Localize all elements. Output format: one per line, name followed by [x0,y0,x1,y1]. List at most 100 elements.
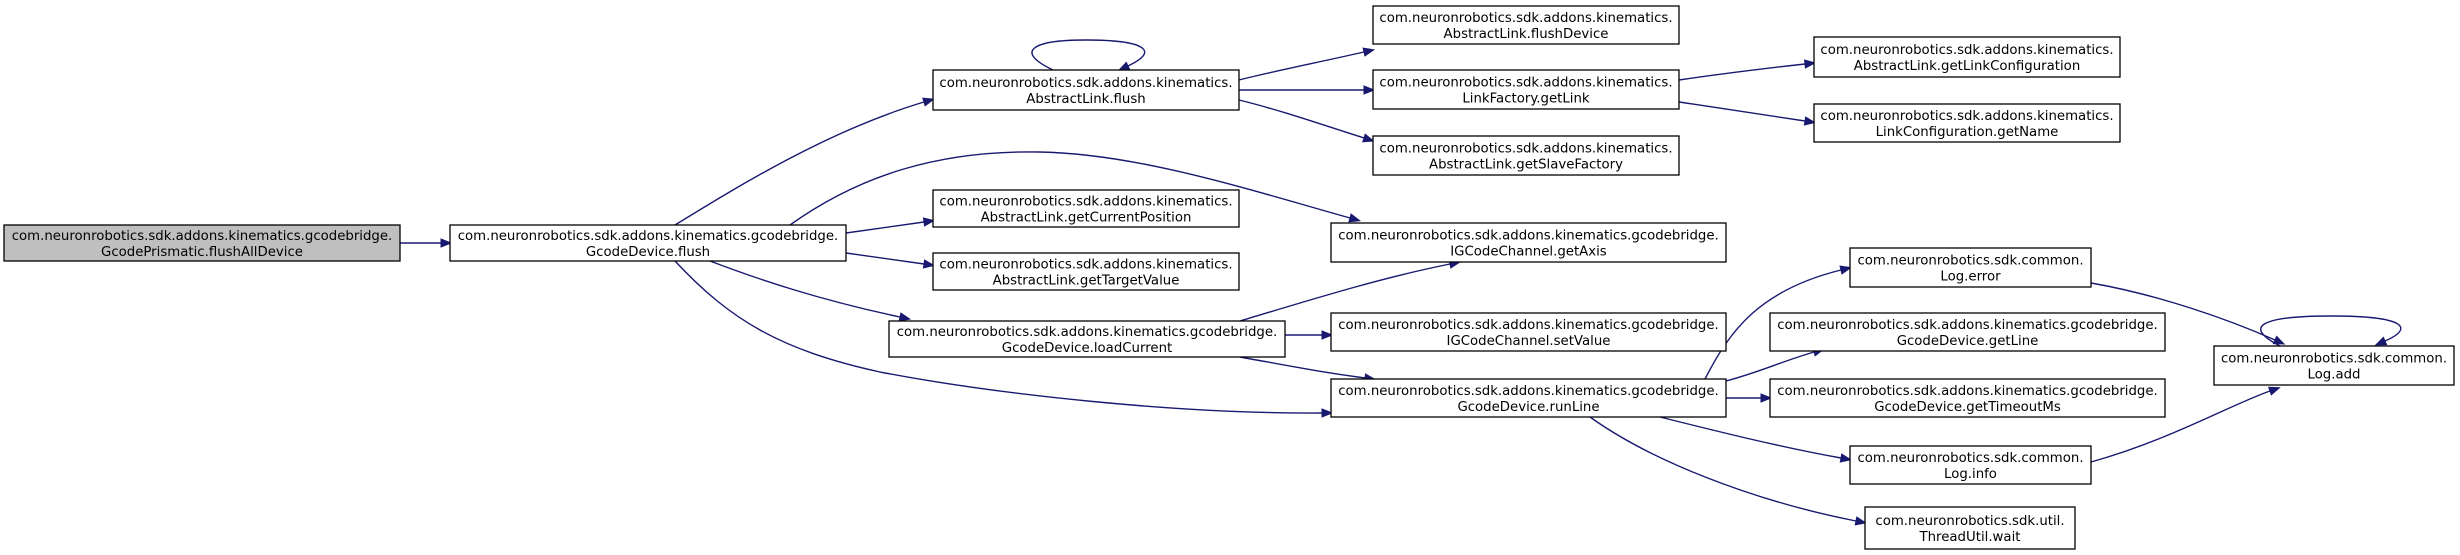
edge-line [1239,263,1451,322]
node-method-label: GcodeDevice.getTimeoutMs [1874,400,2061,415]
edge-lf_getlink-to-lc_getname [1678,101,1817,126]
edge-line [1678,101,1806,122]
arrowhead-icon [2267,386,2281,396]
node-method-label: AbstractLink.flush [1026,92,1145,107]
arrowhead-icon [1321,330,1334,340]
node-thread-wait[interactable]: com.neuronrobotics.sdk.util.ThreadUtil.w… [1864,506,2076,550]
node-box [1330,222,1727,263]
edge-line [1704,269,1842,380]
node-log-add[interactable]: com.neuronrobotics.sdk.common.Log.add [2213,345,2455,386]
edge-gcode_runline-to-thread_wait [1589,416,1868,526]
node-gcode-getline[interactable]: com.neuronrobotics.sdk.addons.kinematics… [1769,312,2166,352]
node-package-label: com.neuronrobotics.sdk.addons.kinematics… [1379,11,1672,26]
edge-gcode_loadcur-to-ig_getaxis [1239,259,1462,322]
edge-gcode_runline-to-log_error [1704,265,1853,380]
edge-line [1238,99,1365,139]
edge-line [1239,356,1366,379]
edge-al_flush-to-al_flush [1031,39,1146,71]
edges-layer [400,39,2402,526]
edge-line [2260,315,2402,347]
node-al-getslave[interactable]: com.neuronrobotics.sdk.addons.kinematics… [1372,135,1680,176]
node-box [888,320,1286,358]
node-box [2213,345,2455,386]
node-gcode-gettimeout[interactable]: com.neuronrobotics.sdk.addons.kinematics… [1769,378,2166,418]
edge-gcode_runline-to-gcode_gettimeout [1726,393,1773,403]
arrowhead-icon [440,238,453,248]
edge-line [674,260,1323,414]
node-box [1864,506,2076,550]
edge-line [1238,51,1365,81]
arrowhead-icon [1803,116,1817,126]
edge-gcode_flush-to-ig_getaxis [789,151,1361,226]
edge-gcode_loadcur-to-gcode_runline [1239,356,1377,383]
edge-line [1589,416,1857,522]
node-package-label: com.neuronrobotics.sdk.util. [1875,514,2064,529]
edge-log_error-to-log_add [2090,282,2286,345]
edge-root-to-gcode_flush [400,238,453,248]
node-method-label: AbstractLink.getSlaveFactory [1429,158,1623,173]
edge-line [789,151,1351,226]
edge-line [1659,416,1842,459]
node-gcode-loadcur[interactable]: com.neuronrobotics.sdk.addons.kinematics… [888,320,1286,358]
node-lc-getname[interactable]: com.neuronrobotics.sdk.addons.kinematics… [1813,103,2121,143]
node-gcode-runline[interactable]: com.neuronrobotics.sdk.addons.kinematics… [1330,378,1727,418]
node-box [1372,69,1680,110]
node-box [1372,135,1680,176]
node-box [932,189,1240,228]
node-package-label: com.neuronrobotics.sdk.common. [1857,254,2083,269]
node-package-label: com.neuronrobotics.sdk.common. [2221,352,2447,367]
node-ig-setvalue[interactable]: com.neuronrobotics.sdk.addons.kinematics… [1330,312,1727,352]
edge-line [1678,63,1806,81]
edge-gcode_flush-to-al_gettarget [845,252,936,269]
arrowhead-icon [922,259,936,269]
node-log-error[interactable]: com.neuronrobotics.sdk.common.Log.error [1849,247,2092,288]
arrowhead-icon [1839,265,1853,275]
node-method-label: LinkConfiguration.getName [1876,125,2059,140]
edge-line [2090,390,2271,463]
arrowhead-icon [922,97,935,107]
node-box [1813,103,2121,143]
edge-al_flush-to-lf_getlink [1239,85,1376,95]
edge-line [1725,351,1815,382]
node-method-label: GcodePrismatic.flushAllDevice [101,245,303,260]
node-package-label: com.neuronrobotics.sdk.addons.kinematics… [12,229,393,244]
edge-gcode_runline-to-log_info [1659,416,1853,463]
node-method-label: IGCodeChannel.getAxis [1450,245,1607,260]
arrowhead-icon [1321,408,1334,418]
edge-gcode_flush-to-gcode_runline [674,260,1334,418]
edge-line [2090,282,2276,341]
node-method-label: AbstractLink.getCurrentPosition [981,211,1192,226]
node-package-label: com.neuronrobotics.sdk.addons.kinematics… [1820,109,2113,124]
arrowhead-icon [1117,61,1131,71]
node-package-label: com.neuronrobotics.sdk.addons.kinematics… [1777,318,2158,333]
node-package-label: com.neuronrobotics.sdk.addons.kinematics… [939,195,1232,210]
node-lf-getlink[interactable]: com.neuronrobotics.sdk.addons.kinematics… [1372,69,1680,110]
nodes-layer: com.neuronrobotics.sdk.addons.kinematics… [3,5,2455,550]
node-gcode-flush[interactable]: com.neuronrobotics.sdk.addons.kinematics… [449,224,847,262]
edge-line [845,252,925,265]
node-package-label: com.neuronrobotics.sdk.addons.kinematics… [1338,318,1719,333]
node-method-label: GcodeDevice.runLine [1457,400,1599,415]
node-al-getlinkcfg[interactable]: com.neuronrobotics.sdk.addons.kinematics… [1813,36,2121,78]
node-box [1849,247,2092,288]
arrowhead-icon [1854,516,1868,526]
node-package-label: com.neuronrobotics.sdk.addons.kinematics… [939,258,1232,273]
edge-line [674,101,925,226]
node-al-getcur[interactable]: com.neuronrobotics.sdk.addons.kinematics… [932,189,1240,228]
node-al-flush[interactable]: com.neuronrobotics.sdk.addons.kinematics… [932,69,1240,111]
arrowhead-icon [1363,85,1376,95]
node-al-flushdev[interactable]: com.neuronrobotics.sdk.addons.kinematics… [1372,5,1680,45]
node-ig-getaxis[interactable]: com.neuronrobotics.sdk.addons.kinematics… [1330,222,1727,263]
node-box [3,224,401,262]
node-box [932,252,1240,291]
edge-gcode_flush-to-gcode_loadcur [709,260,912,322]
node-box [1372,5,1680,45]
node-root[interactable]: com.neuronrobotics.sdk.addons.kinematics… [3,224,401,262]
node-package-label: com.neuronrobotics.sdk.addons.kinematics… [897,325,1278,340]
node-al-gettarget[interactable]: com.neuronrobotics.sdk.addons.kinematics… [932,252,1240,291]
arrowhead-icon [2272,335,2286,345]
node-package-label: com.neuronrobotics.sdk.addons.kinematics… [1379,142,1672,157]
edge-al_flush-to-al_getslave [1238,99,1375,143]
node-method-label: Log.error [1940,270,2001,285]
node-log-info[interactable]: com.neuronrobotics.sdk.common.Log.info [1849,445,2092,485]
